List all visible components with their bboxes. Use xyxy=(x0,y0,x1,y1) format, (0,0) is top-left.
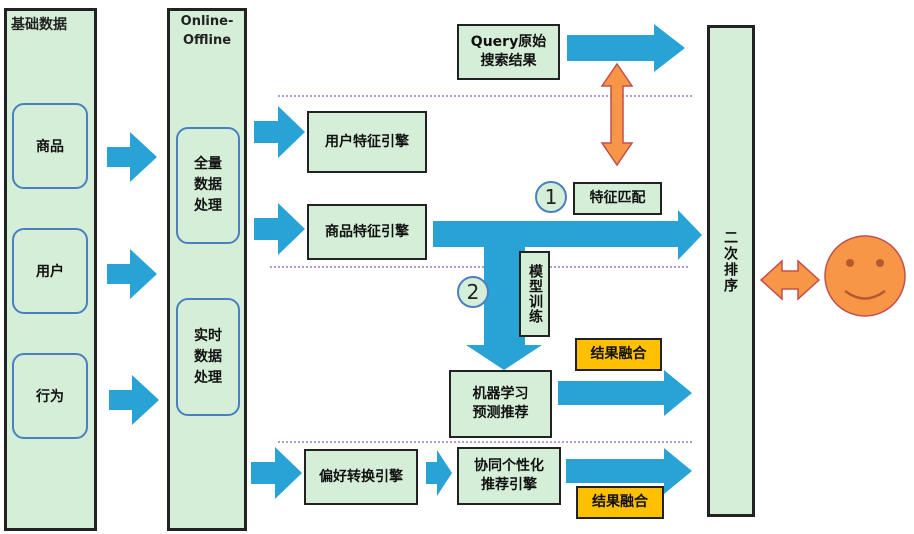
arrow-right xyxy=(254,203,305,255)
arrow-right xyxy=(109,375,159,425)
feature-match-box: 特征匹配 xyxy=(573,182,662,215)
step-marker-2: 2 xyxy=(457,276,489,308)
online-offline-column xyxy=(167,8,247,531)
orange-double-arrow xyxy=(759,259,821,301)
orange-double-arrow xyxy=(600,62,634,167)
arrow-right xyxy=(254,106,305,158)
query-raw-results-box: Query原始 搜索结果 xyxy=(457,24,560,80)
rerank-column xyxy=(707,25,755,517)
arrow-right xyxy=(426,450,452,496)
base-item-behavior: 行为 xyxy=(12,353,88,439)
rerank-label: 二次排序 xyxy=(722,230,738,294)
user-smiley-icon xyxy=(824,235,906,317)
base-data-title: 基础数据 xyxy=(11,17,67,33)
full-data-processing: 全量 数据 处理 xyxy=(176,127,240,244)
result-fusion-box-2: 结果融合 xyxy=(576,486,664,519)
step-marker-1: 1 xyxy=(535,181,567,213)
arrow-right xyxy=(558,370,692,416)
product-feature-engine-box: 商品特征引擎 xyxy=(307,204,427,260)
preference-conversion-engine-box: 偏好转换引擎 xyxy=(304,449,418,505)
arrow-right xyxy=(567,24,685,72)
online-offline-title: Online- Offline xyxy=(180,14,234,48)
arrow-right xyxy=(566,448,692,494)
result-fusion-box-1: 结果融合 xyxy=(575,338,662,371)
arrow-right xyxy=(107,249,157,299)
arrow-right xyxy=(107,132,157,182)
realtime-data-processing: 实时 数据 处理 xyxy=(176,298,240,416)
arrow-right xyxy=(433,210,702,370)
base-item-user: 用户 xyxy=(12,228,88,314)
ml-prediction-recommend-box: 机器学习 预测推荐 xyxy=(449,370,552,438)
base-item-product: 商品 xyxy=(12,103,88,189)
model-training-box: 模型训练 xyxy=(519,251,550,337)
arrow-right xyxy=(251,447,302,499)
user-feature-engine-box: 用户特征引擎 xyxy=(307,111,427,173)
collaborative-recommend-engine-box: 协同个性化 推荐引擎 xyxy=(457,447,561,505)
